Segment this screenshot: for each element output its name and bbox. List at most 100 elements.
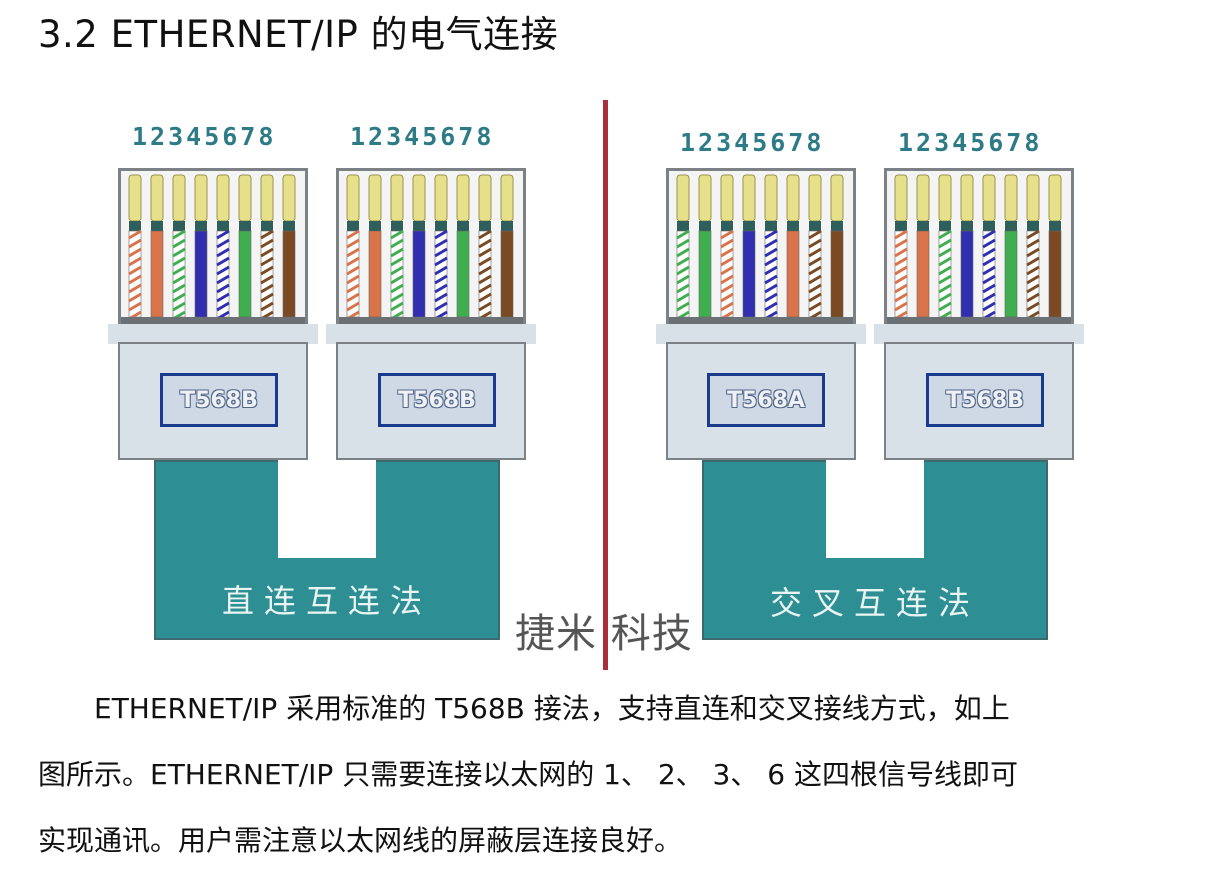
plug-neck bbox=[108, 324, 318, 344]
wire-stripe bbox=[434, 265, 448, 276]
pin-contact bbox=[938, 174, 952, 222]
wire-stripe bbox=[172, 265, 186, 276]
wire-stripe bbox=[894, 229, 908, 240]
pin-contact bbox=[982, 174, 996, 222]
wire-stripe bbox=[982, 256, 996, 267]
standard-label: T568A bbox=[707, 373, 825, 427]
wire-stripe bbox=[346, 238, 360, 249]
plug-crimp-bar bbox=[339, 317, 523, 325]
pin-contact bbox=[346, 174, 360, 222]
wire-stripe bbox=[216, 301, 230, 312]
wire-stripe bbox=[982, 274, 996, 285]
solid-wire bbox=[916, 230, 930, 318]
divider-line bbox=[603, 100, 608, 670]
wire-stripe bbox=[216, 274, 230, 285]
pin-contact bbox=[194, 174, 208, 222]
pin-contact-base bbox=[743, 221, 755, 231]
wire-stripe bbox=[676, 229, 690, 240]
pin-contact-base bbox=[457, 221, 469, 231]
wire-stripe bbox=[808, 256, 822, 267]
wire-stripe bbox=[478, 301, 492, 312]
wire-stripe bbox=[808, 274, 822, 285]
plug-neck bbox=[326, 324, 536, 344]
wire-stripe bbox=[764, 265, 778, 276]
pin-contact bbox=[720, 174, 734, 222]
wire-stripe bbox=[128, 247, 142, 258]
rj45-plug-head bbox=[884, 168, 1074, 328]
wire-stripe bbox=[434, 256, 448, 267]
wire-stripe bbox=[764, 283, 778, 294]
solid-wire bbox=[830, 230, 844, 318]
plug-crimp-bar bbox=[887, 317, 1071, 325]
wire-stripe bbox=[260, 292, 274, 303]
wire-stripe bbox=[346, 292, 360, 303]
plug-crimp-bar bbox=[669, 317, 853, 325]
pin-contact-base bbox=[699, 221, 711, 231]
wire-stripe bbox=[1026, 274, 1040, 285]
paragraph-line: ETHERNET/IP 采用标准的 T568B 接法，支持直连和交叉接线方式，如… bbox=[38, 676, 1178, 742]
wire-stripe bbox=[676, 301, 690, 312]
solid-wire bbox=[412, 230, 426, 318]
wire-stripe bbox=[260, 256, 274, 267]
pin-contact bbox=[894, 174, 908, 222]
wire-stripe bbox=[1026, 229, 1040, 240]
watermark-text: 捷米 科技 bbox=[515, 611, 693, 657]
wire-stripe bbox=[894, 238, 908, 249]
wire-stripe bbox=[938, 274, 952, 285]
pin-numbers: 12345678 bbox=[680, 128, 825, 157]
wire-stripe bbox=[260, 283, 274, 294]
wire-set-t568b bbox=[121, 171, 305, 325]
wire-stripe bbox=[260, 247, 274, 258]
wire-set-t568b bbox=[887, 171, 1071, 325]
wire-stripe bbox=[764, 274, 778, 285]
wire-stripe bbox=[434, 292, 448, 303]
wire-stripe bbox=[938, 292, 952, 303]
solid-wire bbox=[238, 230, 252, 318]
wire-stripe bbox=[982, 301, 996, 312]
wire-stripe bbox=[390, 256, 404, 267]
wire-stripe bbox=[346, 301, 360, 312]
wire-stripe bbox=[808, 301, 822, 312]
wire-stripe bbox=[938, 229, 952, 240]
wire-stripe bbox=[938, 238, 952, 249]
pin-contact-base bbox=[391, 221, 403, 231]
pin-contact-base bbox=[939, 221, 951, 231]
pin-contact-base bbox=[831, 221, 843, 231]
pin-contact bbox=[434, 174, 448, 222]
wire-stripe bbox=[676, 265, 690, 276]
plug-neck bbox=[656, 324, 866, 344]
pin-contact-base bbox=[151, 221, 163, 231]
solid-wire bbox=[368, 230, 382, 318]
wire-stripe bbox=[478, 229, 492, 240]
solid-wire bbox=[786, 230, 800, 318]
wire-stripe bbox=[172, 292, 186, 303]
wire-stripe bbox=[216, 283, 230, 294]
wire-stripe bbox=[676, 283, 690, 294]
wire-stripe bbox=[1026, 292, 1040, 303]
solid-wire bbox=[742, 230, 756, 318]
wire-stripe bbox=[390, 265, 404, 276]
pin-numbers: 12345678 bbox=[132, 122, 277, 151]
wire-stripe bbox=[478, 247, 492, 258]
wire-stripe bbox=[390, 229, 404, 240]
pin-numbers: 12345678 bbox=[350, 122, 495, 151]
wire-stripe bbox=[676, 292, 690, 303]
wire-stripe bbox=[764, 229, 778, 240]
wire-stripe bbox=[478, 292, 492, 303]
plug-crimp-bar bbox=[121, 317, 305, 325]
wire-stripe bbox=[434, 238, 448, 249]
pin-contact bbox=[128, 174, 142, 222]
solid-wire bbox=[500, 230, 514, 318]
wire-stripe bbox=[128, 274, 142, 285]
pin-contact-base bbox=[1005, 221, 1017, 231]
wire-stripe bbox=[216, 247, 230, 258]
wire-stripe bbox=[172, 274, 186, 285]
wire-stripe bbox=[720, 229, 734, 240]
wire-stripe bbox=[260, 229, 274, 240]
pin-contact bbox=[150, 174, 164, 222]
pin-contact bbox=[830, 174, 844, 222]
wire-stripe bbox=[128, 283, 142, 294]
wire-stripe bbox=[390, 247, 404, 258]
pin-contact-base bbox=[347, 221, 359, 231]
wire-stripe bbox=[720, 265, 734, 276]
